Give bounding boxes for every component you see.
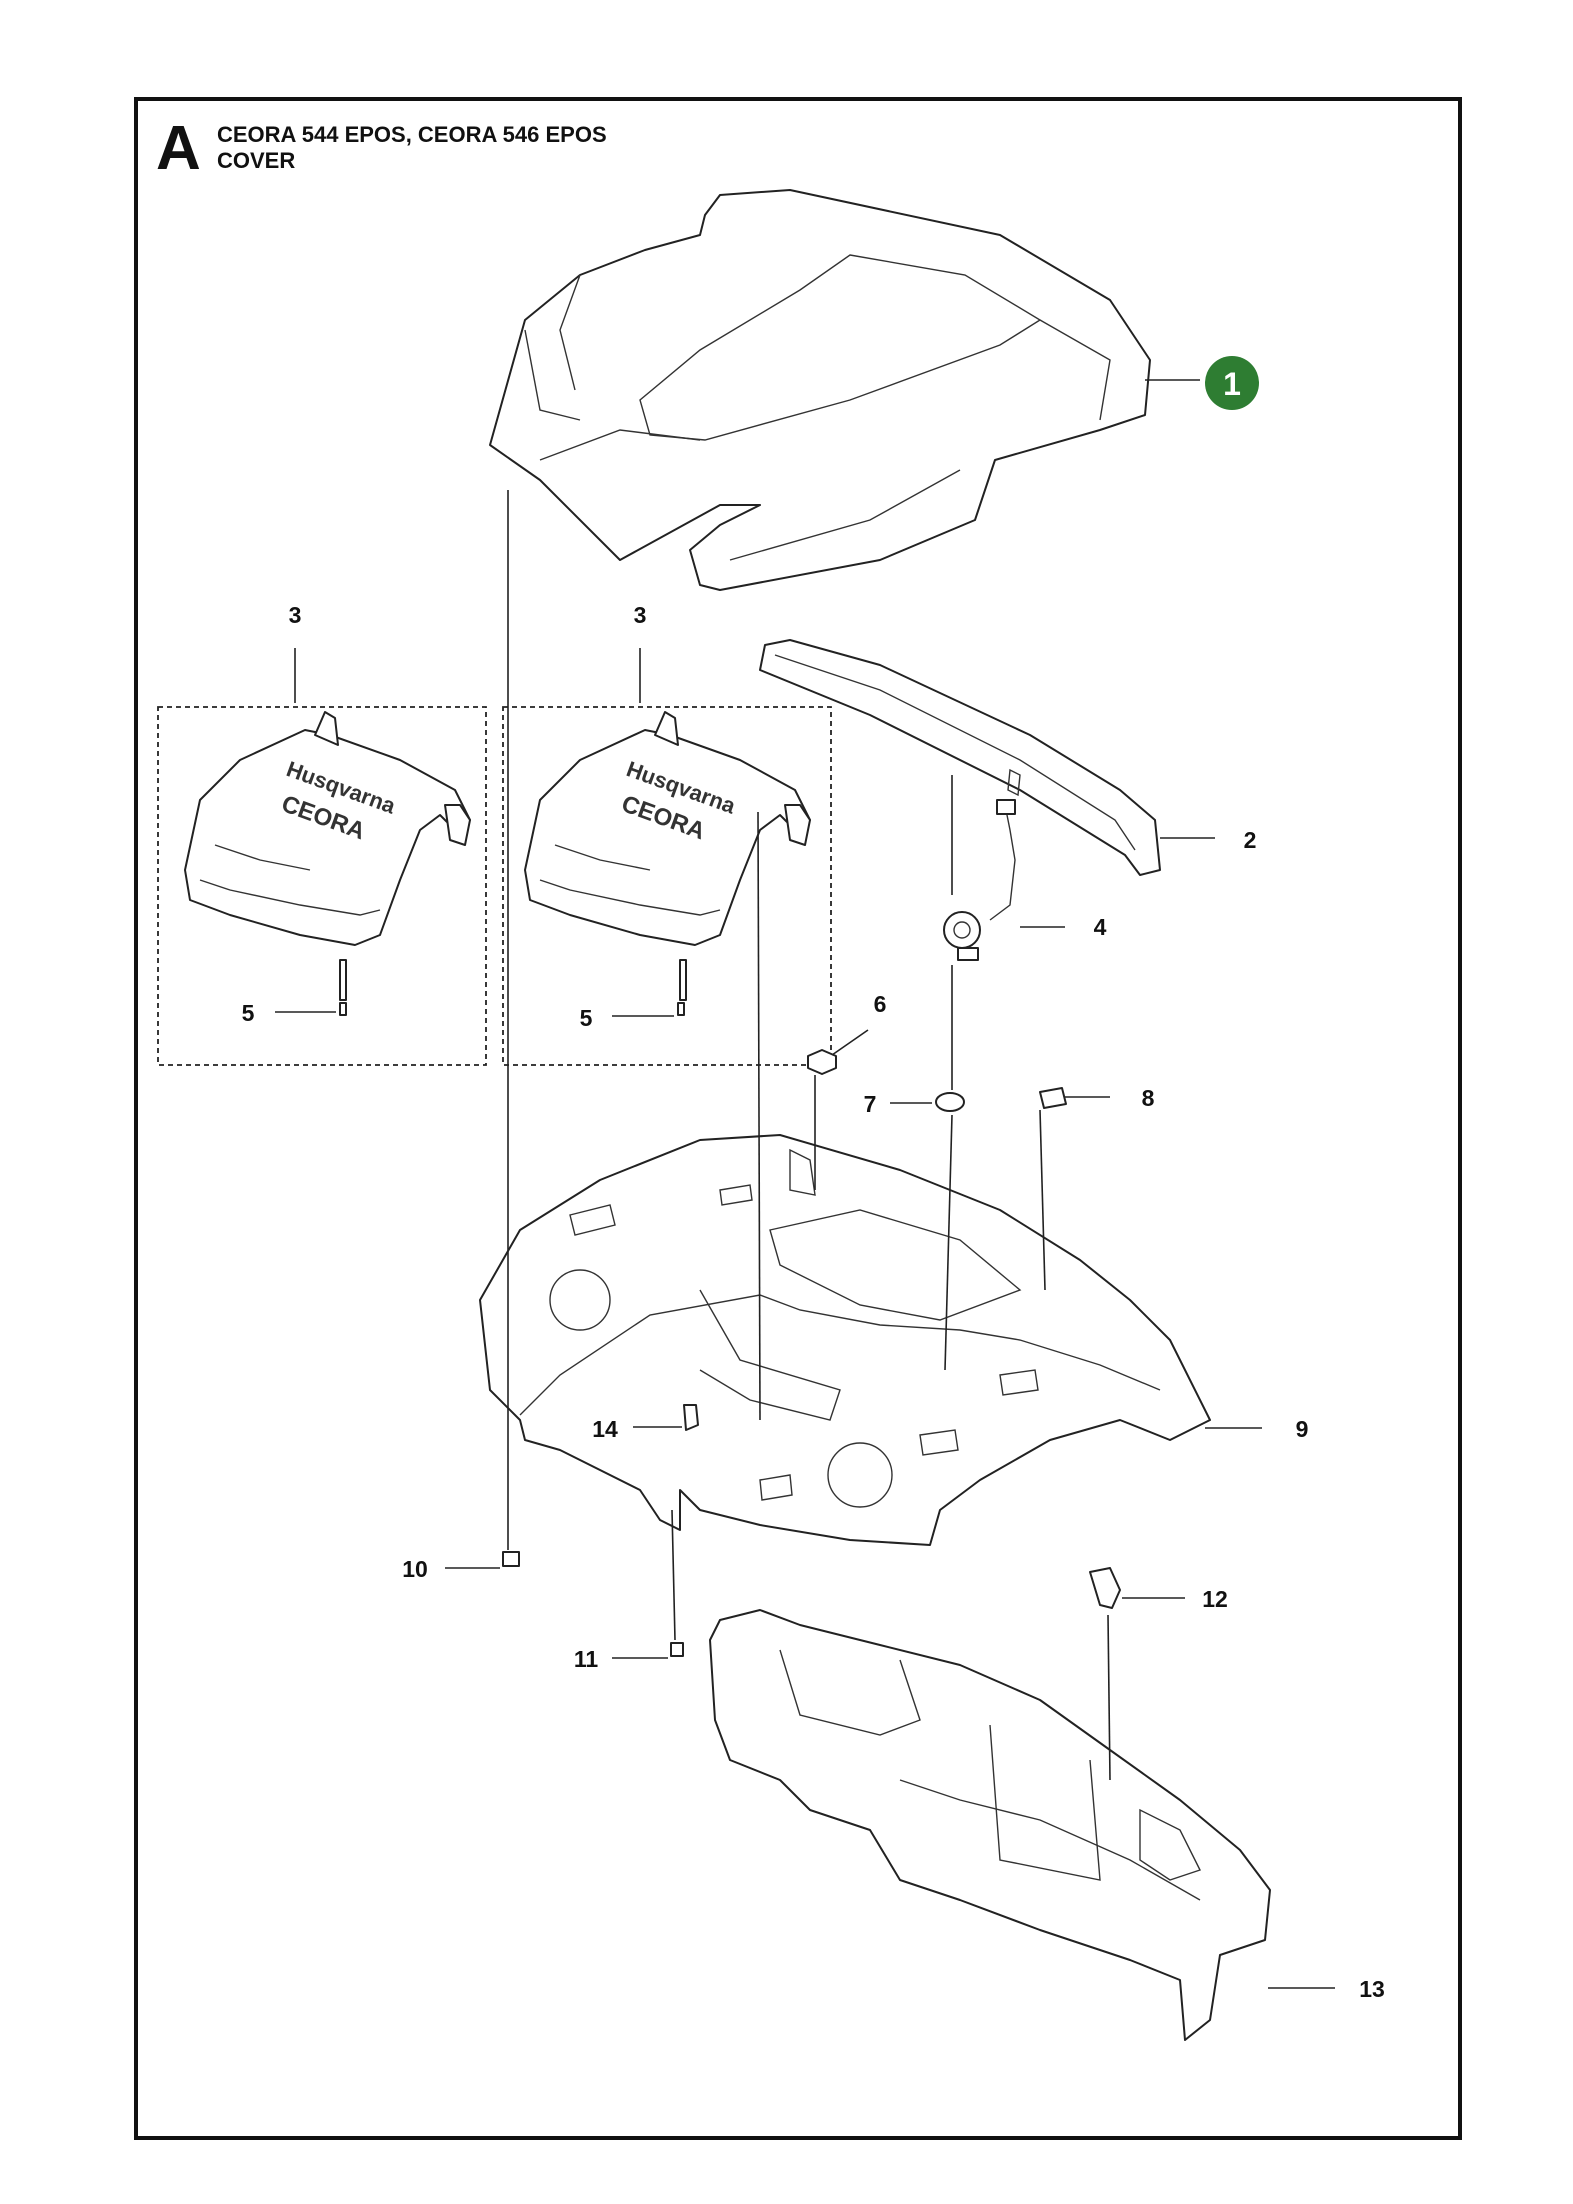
callout-8[interactable]: 8 [1142,1085,1155,1111]
callout-3-left[interactable]: 3 [289,602,302,628]
callout-label: 1 [1223,366,1241,402]
part-4-sensor[interactable] [943,799,1016,961]
part-6-nut[interactable] [807,1049,837,1075]
callout-2[interactable]: 2 [1244,827,1257,853]
callout-3-right[interactable]: 3 [634,602,647,628]
part-8-clip[interactable] [1039,1087,1067,1109]
callout-4[interactable]: 4 [1094,914,1107,940]
diagram-frame [134,97,1462,2140]
part-9-chassis[interactable] [479,1134,1211,1546]
callout-5-left[interactable]: 5 [242,1000,255,1026]
callout-12[interactable]: 12 [1202,1586,1228,1612]
part-14-bracket[interactable] [683,1404,699,1431]
section-letter: A [156,114,201,183]
callout-11[interactable]: 11 [574,1646,599,1672]
model-title: CEORA 544 EPOS, CEORA 546 EPOS [217,122,607,147]
part-13-rear-skirt[interactable] [709,1609,1271,2041]
callout-13[interactable]: 13 [1359,1976,1385,2002]
section-subtitle: COVER [217,148,296,173]
part-10-screw[interactable] [502,1551,520,1567]
part-3-hatch-right[interactable]: Husqvarna CEORA [502,706,832,1066]
callout-7[interactable]: 7 [864,1091,877,1117]
callout-10[interactable]: 10 [402,1556,428,1582]
callout-9[interactable]: 9 [1296,1416,1309,1442]
callout-1[interactable]: 1 [1205,356,1259,410]
part-5-screw-right[interactable] [677,1002,685,1016]
part-11-nut[interactable] [670,1642,684,1657]
highlight-badge [1205,356,1259,410]
leader-lines [275,379,1335,1989]
callout-6[interactable]: 6 [874,991,887,1017]
part-12-clip[interactable] [1089,1567,1121,1609]
callout-14[interactable]: 14 [592,1416,618,1442]
part-5-screw-left[interactable] [339,1002,347,1016]
part-3-hatch-left[interactable]: Husqvarna CEORA [157,706,487,1066]
part-7-plug[interactable] [935,1092,965,1112]
part-2-bumper[interactable] [759,639,1161,876]
part-1-top-cover[interactable] [489,189,1151,591]
callout-5-right[interactable]: 5 [580,1005,593,1031]
